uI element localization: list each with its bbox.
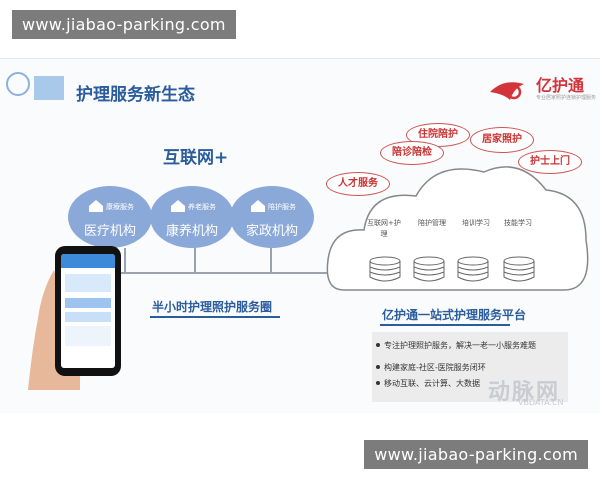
connector-line [194,248,196,272]
watermark-bottom: www.jiabao-parking.com [364,440,588,469]
service-circle-label: 半小时护理照护服务圈 [152,300,273,314]
database-icon [503,256,535,282]
house-icon [171,200,185,212]
cloud-bubble: 护士上门 [518,150,582,174]
watermark-top: www.jiabao-parking.com [12,10,236,39]
platform-underline [380,324,510,326]
institution-tag: 陪护服务 [268,203,296,211]
institution-name: 康养机构 [165,224,218,239]
database-icon [457,256,489,282]
database-icon [369,256,401,282]
phone-screen [61,254,115,368]
cloud-item: 技能学习 [504,219,532,227]
institution-tag: 养老服务 [188,203,216,211]
database-icon [413,256,445,282]
connector-line [270,248,272,272]
slide-title: 护理服务新生态 [76,85,195,105]
service-underline [150,316,280,318]
cloud-item: 互联网+护理 [367,219,401,238]
platform-bullet: 构建家庭-社区-医院服务闭环 [376,363,486,372]
platform-title: 亿护通一站式护理服务平台 [382,308,527,322]
house-icon [251,200,265,212]
house-icon [89,200,103,212]
platform-bullet: 专注护理照护服务，解决一老一小服务难题 [376,341,536,350]
brand-logo-icon [490,82,524,100]
platform-panel: 专注护理照护服务，解决一老一小服务难题 构建家庭-社区-医院服务闭环 移动互联、… [372,332,568,402]
cloud-bubble: 居家照护 [470,127,534,153]
connector-line [120,272,360,274]
title-accent [34,76,64,100]
cloud-bubble: 陪诊陪检 [380,141,444,165]
vbdata-logo: 动脉网 [488,380,561,405]
vbdata-url: VBDATA.CN [518,398,564,407]
institution-name: 医疗机构 [83,224,136,239]
cloud-item: 培训学习 [462,219,490,227]
institution-tag: 康療服务 [106,203,134,211]
connector-line [124,248,126,272]
institution-care: 养老服务 康养机构 [150,186,234,248]
brand-tagline: 专业居家照护连锁护理服务 [536,95,596,101]
institution-medical: 康療服务 医疗机构 [68,186,152,248]
brand-name: 亿护通 [536,76,585,95]
corner-logo-icon [6,72,30,96]
cloud-item: 陪护管理 [418,219,446,227]
institution-housekeeping: 陪护服务 家政机构 [230,186,314,248]
internet-plus-label: 互联网+ [163,148,229,168]
institution-name: 家政机构 [245,224,298,239]
cloud-bubble: 人才服务 [326,172,390,196]
platform-bullet: 移动互联、云计算、大数据 [376,379,480,388]
